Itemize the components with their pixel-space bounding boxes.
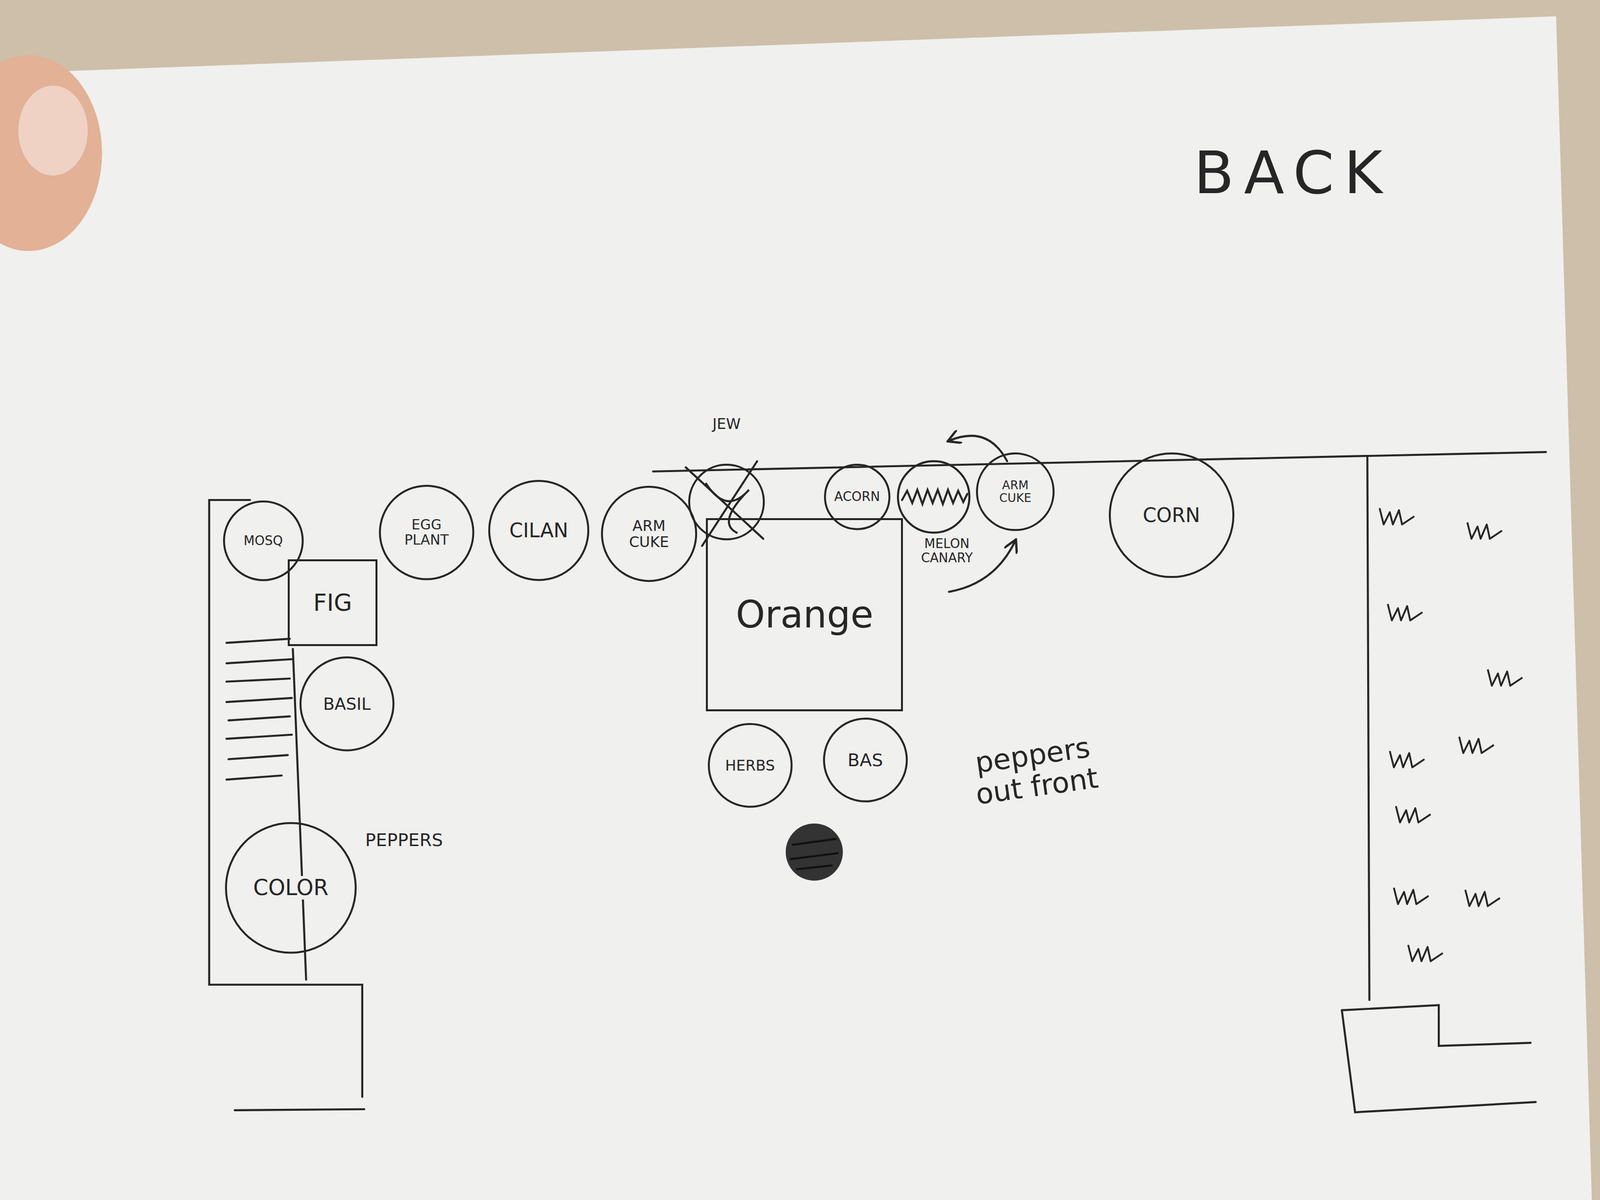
- plant-circle: BAS: [822, 717, 909, 803]
- grass-mark: [1379, 508, 1415, 525]
- thumb: [0, 54, 102, 251]
- plant-circle: COLOR: [224, 821, 358, 955]
- circle-outline: [687, 463, 766, 541]
- bed-divider: [292, 649, 306, 980]
- plant-label: CORN: [1140, 504, 1202, 526]
- circle-outline: [225, 823, 356, 953]
- right-corner-box: [1341, 1004, 1531, 1046]
- grass-mark: [1394, 887, 1429, 904]
- paper-sheet: [0, 16, 1592, 1200]
- plant-circle: ACORN: [823, 463, 891, 531]
- plant-label: HERBS: [723, 757, 777, 774]
- grass-mark: [1487, 669, 1523, 686]
- plant-circle: BASIL: [299, 655, 396, 752]
- plant-circle: CORN: [1108, 451, 1235, 579]
- plant-box: Orange: [705, 518, 903, 711]
- right-bed-line: [1367, 457, 1370, 1000]
- grass-mark: [1387, 603, 1423, 621]
- plant-circle: ARM CUKE: [600, 485, 698, 583]
- plant-label: ARM CUKE: [983, 478, 1047, 505]
- plant-label: ARM CUKE: [609, 517, 689, 550]
- plant-circle: ARM CUKE: [975, 451, 1055, 532]
- steps: [226, 638, 292, 780]
- plant-label: MOSQ: [241, 533, 285, 549]
- thumbnail: [18, 85, 88, 176]
- plant-circle: MOSQ: [222, 500, 305, 582]
- grass-mark: [1408, 945, 1444, 962]
- left-bed-outline: [209, 500, 363, 1098]
- grass-mark: [1389, 750, 1425, 768]
- circle-outline: [379, 485, 474, 580]
- circle-outline: [708, 724, 792, 807]
- circle-outline: [601, 486, 697, 581]
- scribble: [705, 483, 749, 533]
- scribble: [789, 838, 839, 870]
- plant-label: CILAN: [507, 519, 571, 542]
- note-label: PEPPERS: [363, 830, 445, 850]
- note-label: peppers out front: [960, 730, 1110, 812]
- plant-label: BAS: [845, 750, 885, 771]
- circle-outline: [1109, 453, 1234, 577]
- plant-label: EGG PLANT: [387, 517, 467, 549]
- plant-circle: HERBS: [707, 722, 794, 809]
- plant-circle: CILAN: [487, 479, 590, 582]
- plant-label: BASIL: [321, 695, 373, 714]
- left-bed-edge: [234, 1109, 365, 1111]
- circle-outline: [489, 480, 589, 580]
- grass-mark: [1465, 889, 1500, 906]
- crossed-plant-circle: [898, 461, 970, 533]
- circle-outline: [976, 453, 1054, 530]
- plant-circle: JEW: [687, 463, 766, 541]
- grass-marks: [1379, 508, 1523, 962]
- plant-box: FIG: [287, 559, 378, 647]
- grass-mark: [1459, 736, 1495, 753]
- circle-outline: [224, 501, 303, 581]
- circle-outline: [300, 657, 394, 751]
- plant-label: Orange: [733, 594, 876, 636]
- scribbled-plant: [785, 823, 844, 881]
- circle-outline: [824, 718, 907, 802]
- plant-label: JEW: [710, 415, 743, 432]
- plant-label: FIG: [311, 589, 354, 616]
- plant-circle: EGG PLANT: [378, 484, 475, 581]
- back-fence-line: [652, 451, 1546, 472]
- grass-mark: [1467, 522, 1502, 539]
- scribble: [901, 489, 968, 504]
- right-corner-edge: [1341, 1010, 1536, 1113]
- note-label: MELON CANARY: [908, 536, 986, 565]
- circle-outline: [689, 464, 764, 540]
- note-label: BACK: [1191, 140, 1395, 206]
- grass-mark: [1396, 805, 1431, 823]
- plant-label: ACORN: [832, 489, 882, 504]
- plant-label: COLOR: [251, 875, 331, 900]
